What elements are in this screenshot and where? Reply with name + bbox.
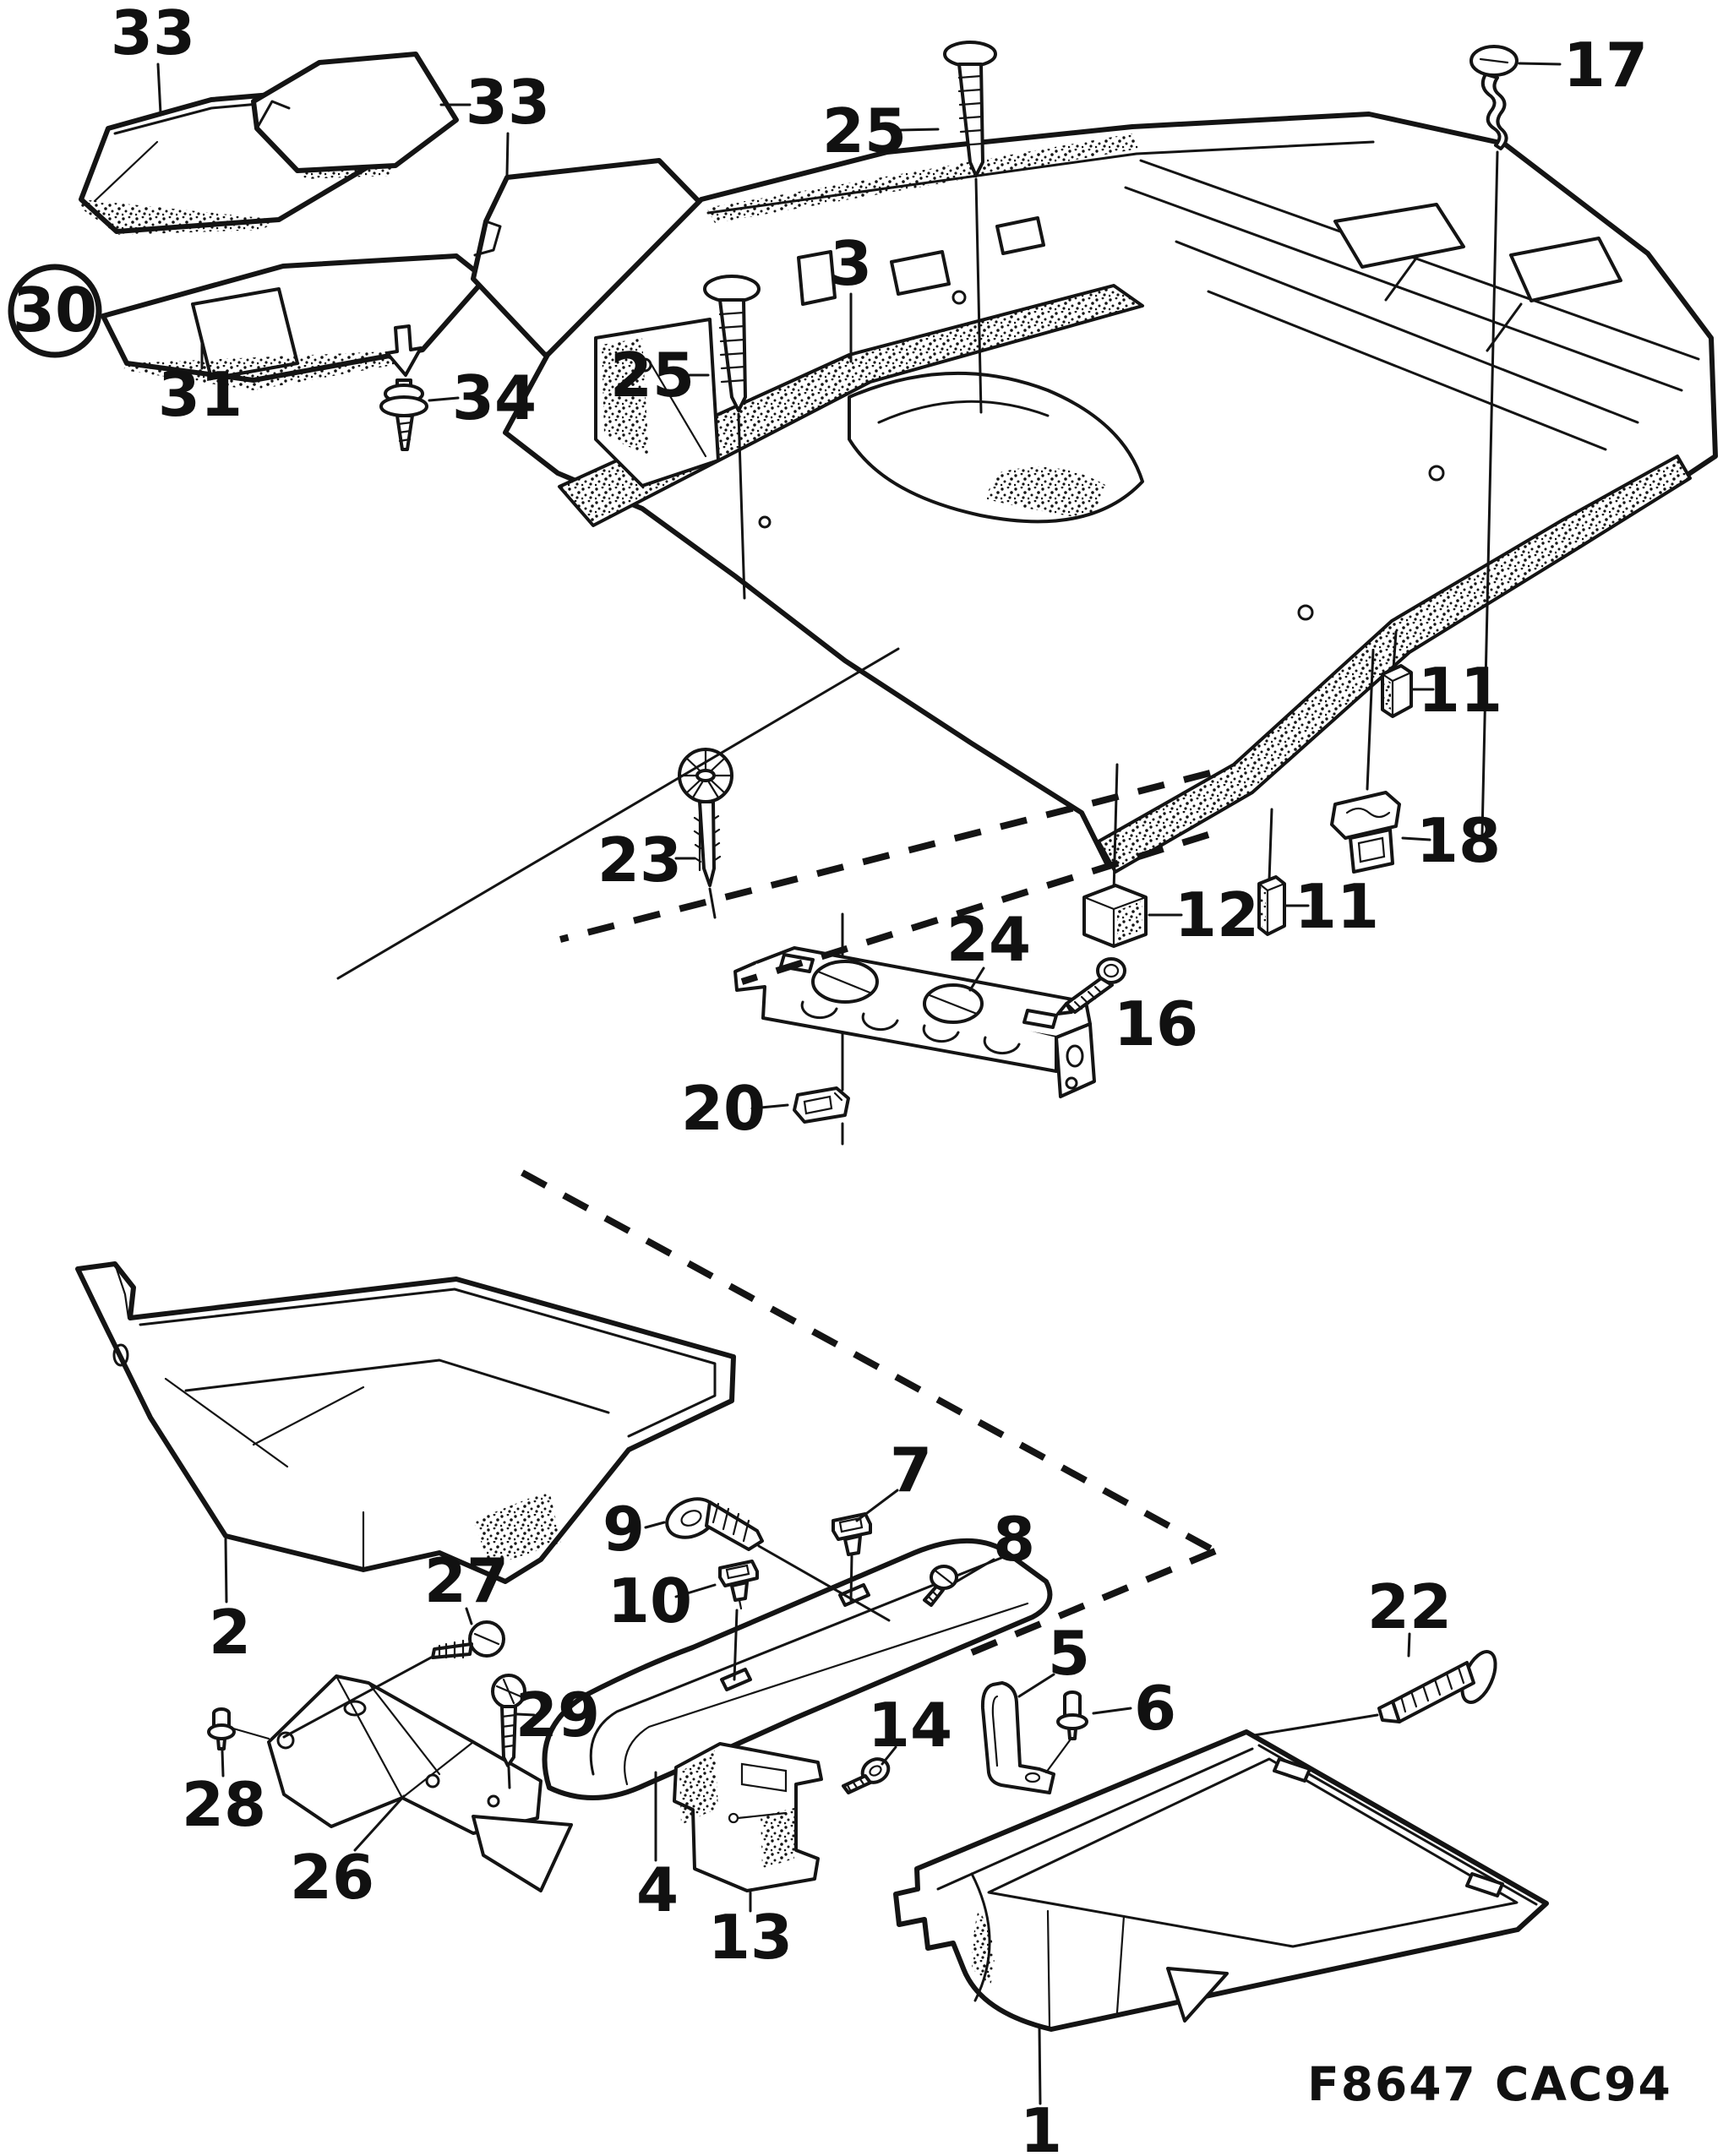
foam-block-11-lower [1257, 808, 1286, 936]
callout-22: 22 [1367, 1571, 1452, 1642]
callout-25-left: 25 [610, 340, 695, 411]
screw-17 [1469, 45, 1519, 836]
screw-25-left [703, 275, 761, 600]
callout-2: 2 [209, 1597, 251, 1668]
bracket-13 [673, 1742, 823, 1892]
callout-26: 26 [290, 1842, 374, 1913]
alignment-dash-mid [740, 831, 1210, 985]
screw-8 [923, 1565, 958, 1607]
callout-25-right: 25 [822, 95, 907, 166]
clip-34 [379, 378, 428, 451]
support-bracket-24 [733, 912, 1096, 1146]
sill-trim-4 [542, 1538, 1053, 1800]
callout-13: 13 [708, 1902, 793, 1973]
screw-16 [1056, 957, 1126, 1015]
callout-18: 18 [1416, 805, 1501, 876]
callout-5: 5 [1048, 1618, 1090, 1689]
floor-carpet [503, 112, 1718, 874]
callout-33-rear-right: 33 [466, 67, 550, 138]
assembly-arrow-icon [385, 324, 423, 377]
callout-14: 14 [868, 1690, 952, 1761]
callout-4: 4 [636, 1854, 679, 1925]
bracket-5 [980, 1681, 1055, 1794]
callout-24: 24 [946, 904, 1031, 975]
screw-29 [491, 1674, 526, 1789]
bracket-26 [267, 1674, 573, 1892]
side-trim-right [893, 1729, 1549, 2032]
callout-28: 28 [182, 1769, 266, 1840]
screw-25-right [943, 41, 997, 414]
callout-6: 6 [1134, 1673, 1176, 1744]
clip-20 [793, 1086, 850, 1124]
callout-33-front-left: 33 [111, 0, 195, 68]
callout-3: 3 [830, 228, 872, 299]
callout-11-upper: 11 [1418, 655, 1502, 726]
stud-6 [1044, 1690, 1088, 1774]
callout-34: 34 [452, 362, 537, 433]
clip-18 [1330, 649, 1401, 874]
fastener-9 [665, 1497, 891, 1622]
screw-23 [678, 748, 733, 919]
callout-labels: 33 33 30 31 34 25 25 3 17 23 24 16 20 12… [8, 0, 1672, 2156]
callout-30-circle [8, 264, 102, 358]
callout-leaders [156, 62, 1562, 2105]
callout-9: 9 [603, 1494, 645, 1565]
clip-10 [718, 1560, 759, 1681]
screw-27 [282, 1620, 505, 1739]
callout-31: 31 [158, 359, 243, 430]
figure-code: F8647 CAC94 [1307, 2057, 1672, 2111]
callout-12: 12 [1175, 879, 1259, 950]
callout-7: 7 [890, 1435, 932, 1505]
callout-1: 1 [1020, 2095, 1062, 2156]
stud-28 [207, 1707, 270, 1750]
callout-20: 20 [681, 1073, 766, 1144]
callout-29: 29 [515, 1680, 600, 1750]
callout-30: 30 [13, 275, 97, 346]
callout-23: 23 [597, 825, 682, 896]
callout-10: 10 [608, 1565, 692, 1636]
callout-17: 17 [1563, 30, 1648, 101]
floor-mat-rear-left [101, 253, 488, 390]
side-trim-left [75, 1261, 736, 1584]
foam-block-12 [1082, 763, 1148, 948]
alignment-dash-long [521, 1169, 1217, 1554]
floor-mat-front-right [251, 52, 459, 179]
foam-block-11-upper [1381, 630, 1413, 718]
alignment-line [336, 647, 900, 980]
alignment-dash-upper [559, 770, 1211, 943]
callout-16: 16 [1114, 988, 1198, 1059]
screw-22 [1252, 1650, 1497, 1737]
callout-11-lower: 11 [1295, 871, 1379, 942]
callout-8: 8 [993, 1504, 1035, 1575]
callout-27: 27 [424, 1545, 509, 1616]
